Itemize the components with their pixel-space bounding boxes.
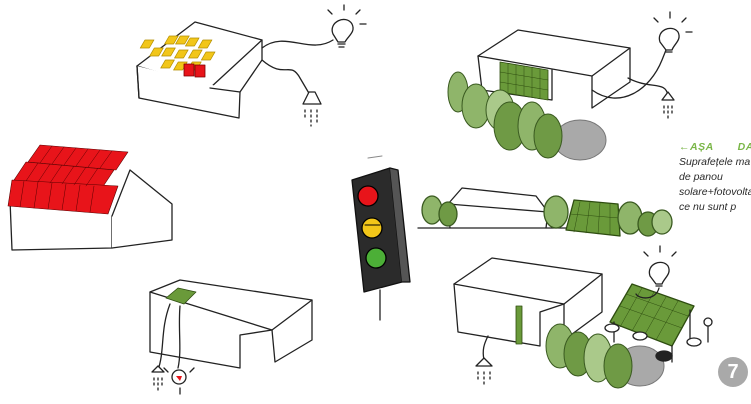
- caption-text: ←AȘADA Suprafețele ma de panou solare+fo…: [679, 140, 751, 215]
- shower-head-icon: [303, 92, 321, 126]
- light-bulb-icon: [328, 5, 366, 47]
- light-bulb-icon: [654, 12, 692, 52]
- caption-line: de panou: [679, 170, 751, 185]
- house-small-panel: [150, 280, 312, 394]
- caption-line: solare+fotovolta: [679, 185, 751, 200]
- caption-line: ce nu sunt p: [679, 200, 751, 215]
- landscape-ground-panels: [418, 188, 672, 236]
- traffic-light-icon: [352, 156, 410, 320]
- shower-head-icon: [662, 92, 674, 120]
- red-panel-rows: [8, 145, 128, 214]
- house-red-panels: [8, 145, 172, 250]
- caption-line: Suprafețele ma: [679, 155, 751, 170]
- caption-heading: ←AȘADA: [679, 140, 751, 155]
- page-number-badge: 7: [718, 357, 748, 387]
